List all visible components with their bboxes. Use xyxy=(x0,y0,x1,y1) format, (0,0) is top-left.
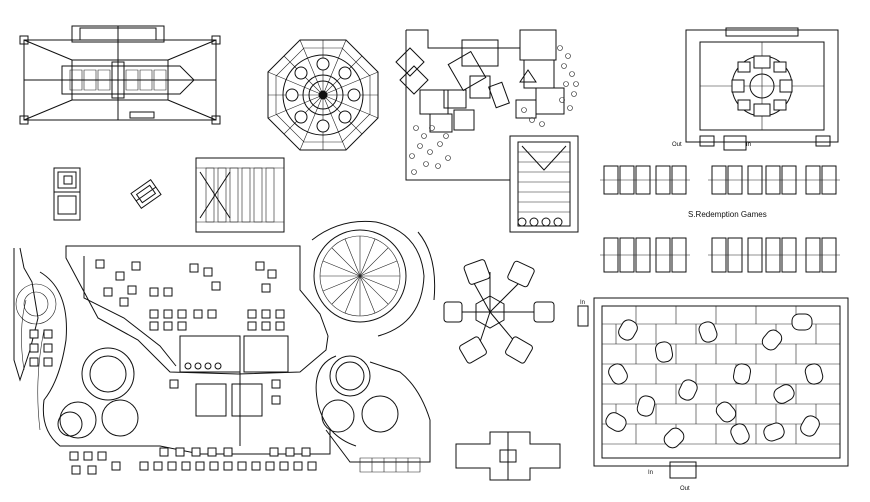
conveyor-slide-plan xyxy=(510,136,578,232)
ticket-kiosk-plan xyxy=(54,168,80,220)
log-flume-module-plan xyxy=(196,158,284,232)
redemption-games-plan: S.Redemption Games xyxy=(600,166,840,272)
bumper-out-label: Out xyxy=(680,486,690,492)
play-area-plan xyxy=(396,30,579,180)
star-ride-in-label: In xyxy=(746,142,751,148)
ferris-wheel-plan xyxy=(312,221,435,336)
star-ride-out-label: Out xyxy=(672,142,682,148)
pirate-ship-ride-plan xyxy=(20,26,220,124)
bumper-in-label: In xyxy=(648,470,653,476)
rotating-arm-ride-plan xyxy=(444,259,554,364)
carousel-ride-plan xyxy=(268,40,378,150)
rotated-seat-module xyxy=(131,180,161,209)
bumper-car-arena-plan: In In Out xyxy=(578,298,848,492)
bumper-floor-tile-grid xyxy=(602,306,840,444)
food-court-plan xyxy=(14,246,430,474)
small-ride-module-plan xyxy=(456,432,560,480)
star-ride-plan: Out In xyxy=(672,28,838,150)
play-area-ball-clusters xyxy=(410,46,579,175)
redemption-games-caption: S.Redemption Games xyxy=(688,210,767,219)
bumper-cars xyxy=(603,314,824,451)
bumper-in-label-top: In xyxy=(580,300,585,306)
